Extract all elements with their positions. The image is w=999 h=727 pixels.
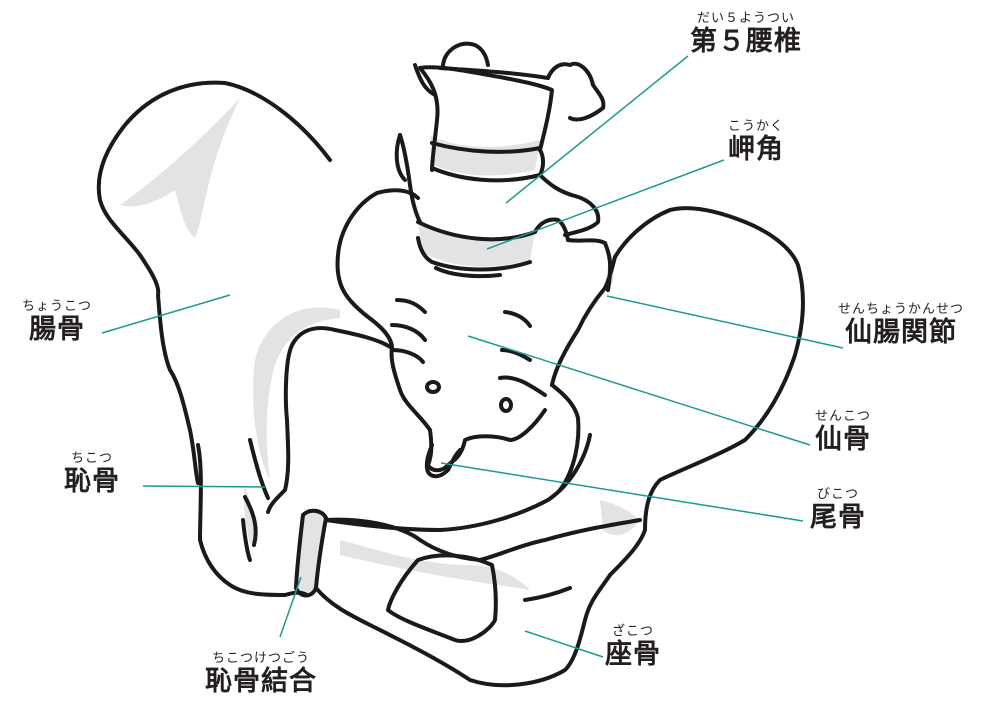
label-coccyx-ruby: びこつ: [816, 487, 859, 502]
label-sacrum: せんこつ 仙骨: [815, 410, 871, 453]
label-sacroiliac-ruby: せんちょうかんせつ: [838, 302, 965, 317]
leader-line-ischium: [524, 630, 604, 658]
label-promontory-ruby: こうかく: [728, 119, 785, 134]
leader-line-sacrum: [467, 335, 811, 446]
label-l5-ruby: だい５ようつい: [696, 11, 795, 26]
label-promontory-term: 岬角: [728, 134, 784, 165]
label-l5: だい５ようつい 第５腰椎: [690, 12, 802, 55]
label-ischium-term: 座骨: [605, 639, 661, 670]
leader-lines: [101, 55, 844, 658]
label-sacrum-term: 仙骨: [815, 424, 871, 455]
label-sacroiliac-term: 仙腸関節: [845, 317, 957, 348]
leader-line-coccyx: [440, 462, 804, 522]
label-l5-term: 第５腰椎: [690, 26, 802, 57]
label-ischium: ざこつ 座骨: [605, 625, 661, 668]
bone-shading: [120, 98, 640, 596]
label-sacrum-ruby: せんこつ: [815, 409, 872, 424]
label-ischium-ruby: ざこつ: [611, 624, 654, 639]
label-sacroiliac: せんちょうかんせつ 仙腸関節: [838, 303, 964, 346]
leader-line-l5: [505, 55, 689, 204]
label-promontory: こうかく 岬角: [728, 120, 784, 163]
label-coccyx-term: 尾骨: [810, 502, 866, 533]
leader-line-promontory: [486, 159, 725, 250]
label-pubis: ちこつ 恥骨: [64, 452, 120, 495]
bone-outlines: [96, 41, 805, 688]
label-coccyx: びこつ 尾骨: [810, 488, 866, 531]
label-symphysis-ruby: ちこつけつごう: [211, 651, 310, 666]
leader-line-pubis: [142, 485, 266, 488]
label-ilium-ruby: ちょうこつ: [22, 299, 93, 314]
label-symphysis: ちこつけつごう 恥骨結合: [205, 652, 317, 695]
label-pubis-term: 恥骨: [64, 466, 120, 497]
label-ilium-term: 腸骨: [29, 314, 85, 345]
leader-line-ilium: [101, 294, 231, 334]
leader-line-sacroiliac: [606, 295, 844, 349]
leader-line-symphysis: [279, 576, 302, 638]
label-ilium: ちょうこつ 腸骨: [22, 300, 92, 343]
label-symphysis-term: 恥骨結合: [205, 666, 317, 697]
label-pubis-ruby: ちこつ: [70, 451, 113, 466]
